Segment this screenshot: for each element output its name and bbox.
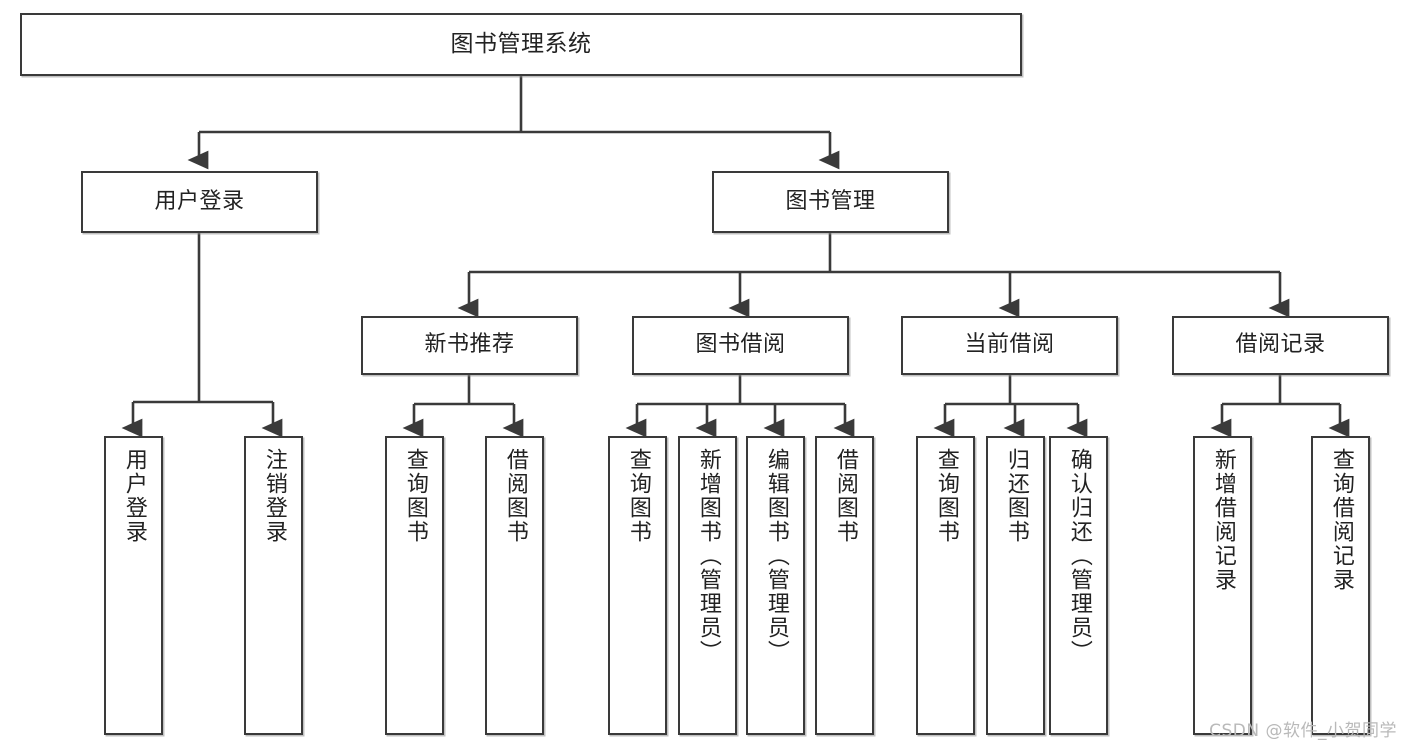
node-label: 新增借阅记录 [1210,448,1236,592]
node-label: 图书借阅 [695,332,786,358]
node-label: 新增图书（管理员） [695,448,721,664]
node-leaf-borrow-borrow-book[interactable]: 借阅图书 [815,436,874,735]
node-current-borrow[interactable]: 当前借阅 [901,316,1118,375]
node-leaf-borrow-add-book[interactable]: 新增图书（管理员） [678,436,737,735]
node-label: 查询图书 [625,448,651,544]
node-label: 图书管理系统 [450,30,592,57]
node-leaf-record-add-record[interactable]: 新增借阅记录 [1193,436,1252,735]
node-root-system[interactable]: 图书管理系统 [20,13,1022,76]
node-borrow-record[interactable]: 借阅记录 [1172,316,1389,375]
node-user-login[interactable]: 用户登录 [81,171,318,233]
node-new-book-recommend[interactable]: 新书推荐 [361,316,578,375]
node-leaf-borrow-query-book[interactable]: 查询图书 [608,436,667,735]
node-label: 借阅图书 [502,448,528,544]
node-leaf-user-login-signin[interactable]: 用户登录 [104,436,163,735]
node-label: 编辑图书（管理员） [763,448,789,664]
node-leaf-user-login-signout[interactable]: 注销登录 [244,436,303,735]
node-leaf-recommend-borrow-book[interactable]: 借阅图书 [485,436,544,735]
node-label: 归还图书 [1003,448,1029,544]
node-leaf-borrow-edit-book[interactable]: 编辑图书（管理员） [746,436,805,735]
node-label: 当前借阅 [964,332,1055,358]
node-leaf-current-return-book[interactable]: 归还图书 [986,436,1045,735]
node-label: 用户登录 [154,188,245,214]
node-label: 确认归还（管理员） [1066,448,1092,664]
node-label: 借阅记录 [1235,332,1326,358]
watermark-text: CSDN @软件_小贺同学 [1209,721,1397,741]
node-label: 查询图书 [402,448,428,544]
node-label: 借阅图书 [832,448,858,544]
node-leaf-record-query-record[interactable]: 查询借阅记录 [1311,436,1370,735]
node-leaf-current-confirm-return[interactable]: 确认归还（管理员） [1049,436,1108,735]
node-label: 图书管理 [785,188,876,214]
node-label: 查询借阅记录 [1328,448,1354,592]
node-leaf-current-query-book[interactable]: 查询图书 [916,436,975,735]
node-label: 查询图书 [933,448,959,544]
node-label: 用户登录 [121,448,147,544]
node-leaf-recommend-query-book[interactable]: 查询图书 [385,436,444,735]
node-label: 注销登录 [261,448,287,544]
node-book-management[interactable]: 图书管理 [712,171,949,233]
node-label: 新书推荐 [424,332,515,358]
node-book-borrow[interactable]: 图书借阅 [632,316,849,375]
